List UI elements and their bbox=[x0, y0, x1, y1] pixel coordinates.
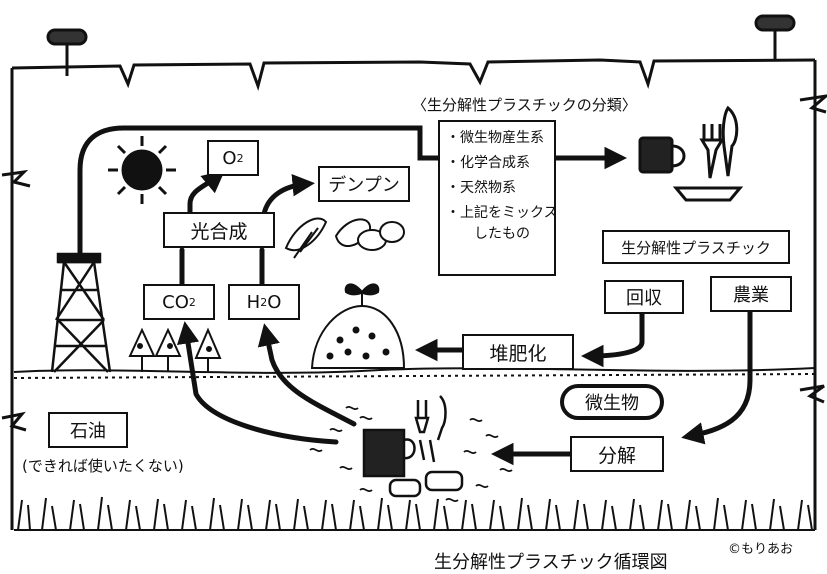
arrow-photosynthesis-to-starch bbox=[264, 184, 306, 214]
compost-heap-icon bbox=[312, 284, 404, 368]
o2-label: O bbox=[222, 148, 236, 169]
bioplastic-label: 生分解性プラスチック bbox=[621, 237, 771, 258]
microbes-node: 微生物 bbox=[560, 384, 664, 420]
diagram-title: 生分解性プラスチック循環図 bbox=[434, 548, 668, 574]
decomposition-label: 分解 bbox=[598, 441, 636, 468]
co2-subscript: 2 bbox=[189, 296, 196, 309]
classification-list: ・微生物産生系 ・化学合成系 ・天然物系 ・上記をミックス したもの bbox=[438, 120, 556, 276]
starch-foods-icon bbox=[286, 218, 404, 258]
photosynthesis-node: 光合成 bbox=[163, 212, 275, 248]
h2o-h-label: H bbox=[247, 292, 261, 313]
credit: ©もりあお bbox=[728, 538, 793, 557]
grass-bottom bbox=[14, 497, 815, 530]
buried-plastics-icon bbox=[364, 396, 462, 496]
h2o-subscript: 2 bbox=[260, 296, 267, 309]
arrow-collection-to-composting bbox=[590, 312, 642, 356]
microbes-label: 微生物 bbox=[585, 389, 639, 415]
starch-node: デンプン bbox=[318, 166, 410, 202]
tableware-icon bbox=[640, 108, 740, 200]
decomposition-node: 分解 bbox=[570, 436, 664, 472]
bioplastic-node: 生分解性プラスチック bbox=[602, 230, 790, 264]
composting-label: 堆肥化 bbox=[489, 339, 546, 366]
agriculture-label: 農業 bbox=[733, 281, 769, 307]
co2-label: CO bbox=[162, 292, 189, 313]
petroleum-node: 石油 bbox=[48, 412, 128, 448]
arrow-agriculture-to-decomposition bbox=[690, 310, 750, 436]
arrow-photosynthesis-to-o2 bbox=[190, 176, 218, 216]
agriculture-node: 農業 bbox=[710, 276, 792, 312]
classification-item: ・上記をミックス bbox=[446, 203, 550, 224]
o2-subscript: 2 bbox=[237, 152, 244, 165]
classification-heading: 〈生分解性プラスチックの分類〉 bbox=[412, 94, 637, 115]
petroleum-label: 石油 bbox=[70, 417, 106, 443]
starch-label: デンプン bbox=[328, 171, 399, 197]
collection-label: 回収 bbox=[626, 284, 662, 310]
pin-icon bbox=[756, 16, 794, 60]
tree-icon bbox=[130, 330, 220, 372]
h2o-o-label: O bbox=[267, 292, 281, 313]
pin-icon bbox=[48, 30, 86, 76]
petroleum-note: (できれば使いたくない) bbox=[22, 455, 184, 476]
ground-surface bbox=[14, 368, 815, 378]
collection-node: 回収 bbox=[604, 280, 684, 314]
sun-icon bbox=[108, 136, 176, 204]
composting-node: 堆肥化 bbox=[462, 334, 574, 370]
classification-item: ・天然物系 bbox=[446, 178, 550, 199]
photosynthesis-label: 光合成 bbox=[190, 217, 247, 244]
classification-item-continued: したもの bbox=[446, 224, 550, 245]
oil-derrick-icon bbox=[52, 254, 110, 372]
classification-item: ・微生物産生系 bbox=[446, 128, 550, 149]
classification-item: ・化学合成系 bbox=[446, 153, 550, 174]
